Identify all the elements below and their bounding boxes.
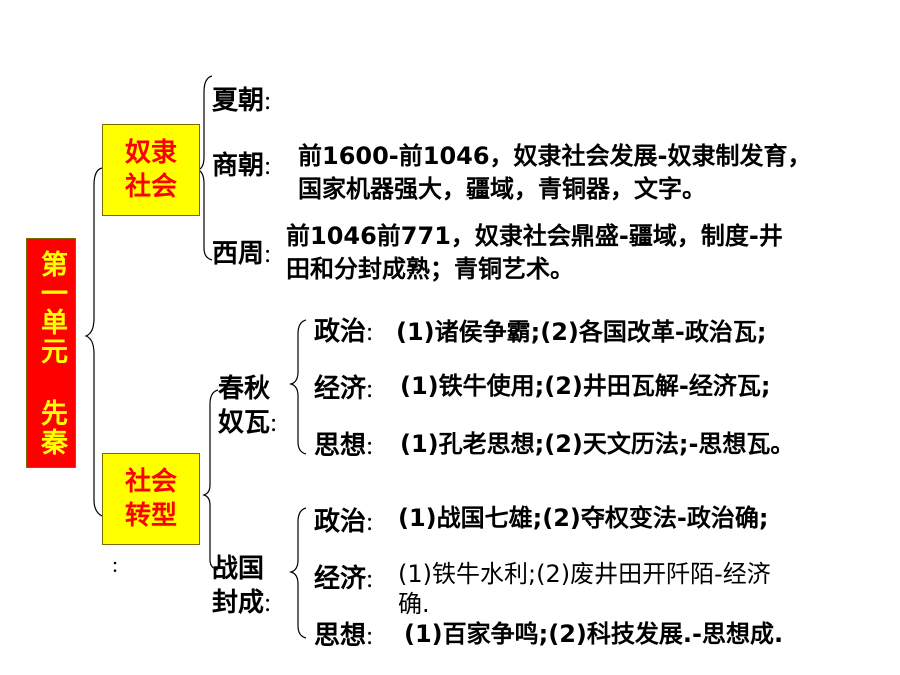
zhanguo-thought-label: 思想: [314, 621, 374, 651]
chunqiu-thought-text: (1)孔老思想;(2)天文历法;-思想瓦。 [400, 430, 795, 458]
zhanguo-economy-label: 经济: [314, 564, 374, 594]
zhou-label: 西周: [212, 239, 272, 269]
chunqiu-economy-label: 经济: [314, 374, 374, 404]
chunqiu-economy-text: (1)铁牛使用;(2)井田瓦解-经济瓦; [400, 372, 771, 400]
zhanguo-economy-text-line1: (1)铁牛水利;(2)废井田开阡陌-经济 [398, 560, 771, 588]
zhanguo-label: 战国 封成: [212, 554, 272, 618]
zhanguo-politics-text: (1)战国七雄;(2)夺权变法-政治确; [398, 504, 769, 532]
shang-text-line1: 前1600-前1046，奴隶社会发展-奴隶制发育， [298, 142, 812, 170]
shang-text-line2: 国家机器强大，疆域，青铜器，文字。 [298, 175, 706, 203]
zhanguo-economy-text-line2: 确. [398, 590, 430, 618]
social-transformation-label: 社会转型 [124, 467, 177, 531]
chunqiu-thought-label: 思想: [314, 431, 374, 461]
chunqiu-label: 春秋 奴瓦: [218, 374, 278, 438]
unit-title-box: 第一单元 先秦 [26, 238, 76, 468]
zhou-text-line2: 田和分封成熟；青铜艺术。 [286, 255, 574, 283]
stray-colon: : [112, 552, 119, 577]
slave-society-box: 奴隶社会 [102, 124, 200, 216]
social-transformation-box: 社会转型 [102, 453, 200, 545]
chunqiu-politics-label: 政治: [314, 317, 374, 347]
chunqiu-politics-text: (1)诸侯争霸;(2)各国改革-政治瓦; [396, 318, 767, 346]
shang-label: 商朝: [212, 151, 272, 181]
unit-title: 第一单元 先秦 [36, 249, 67, 457]
zhanguo-thought-text: (1)百家争鸣;(2)科技发展.-思想成. [404, 620, 784, 648]
zhanguo-politics-label: 政治: [314, 507, 374, 537]
xia-label: 夏朝: [212, 86, 272, 116]
zhou-text-line1: 前1046前771，奴隶社会鼎盛-疆域，制度-井 [286, 222, 783, 250]
slave-society-label: 奴隶社会 [124, 138, 177, 202]
